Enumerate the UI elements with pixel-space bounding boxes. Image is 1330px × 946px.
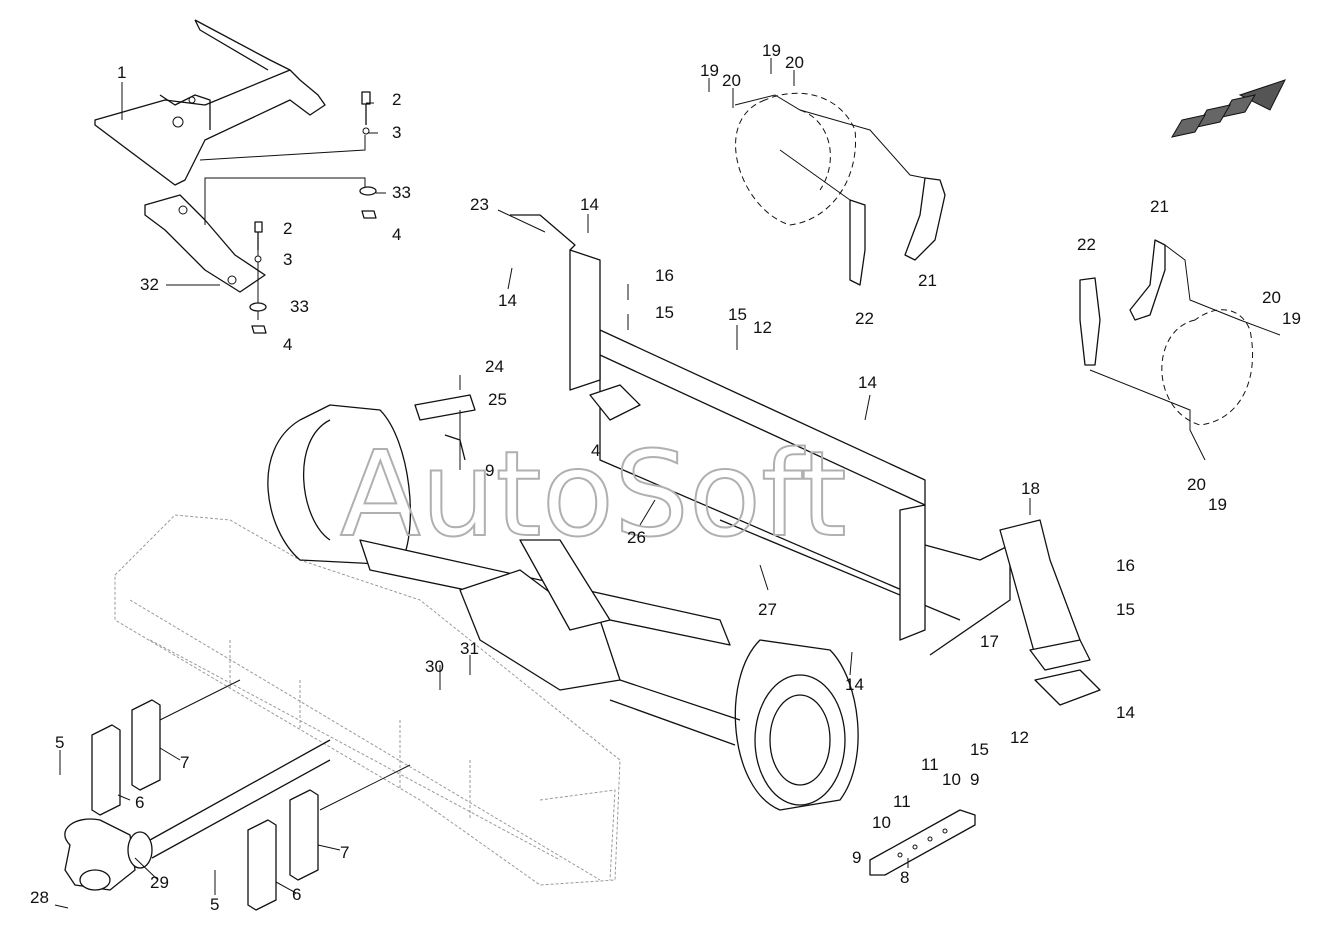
callout-3: 3 [392,123,401,142]
callout-15: 15 [1116,600,1135,619]
callout-24: 24 [485,357,504,376]
callout-2: 2 [392,90,401,109]
axle-housing-right [609,639,859,811]
callout-14: 14 [1116,703,1135,722]
callout-6: 6 [135,793,144,812]
callout-3: 3 [283,250,292,269]
callout-22: 22 [1077,235,1096,254]
callout-10: 10 [872,813,891,832]
callout-4: 4 [392,225,401,244]
callout-19: 19 [700,61,719,80]
fastener-stack-a [249,91,377,334]
watermark: AutoSoft [340,425,847,563]
callout-7: 7 [340,843,349,862]
callout-12: 12 [1010,728,1029,747]
callout-21: 21 [918,271,937,290]
callout-14: 14 [858,373,877,392]
callout-21: 21 [1150,197,1169,216]
callout-12: 12 [753,318,772,337]
brake-flange-right [1079,239,1281,461]
callout-31: 31 [460,639,479,658]
main-crossmember [414,214,1101,706]
callout-25: 25 [488,390,507,409]
mount-plate-32 [144,194,266,293]
leader-bolt-2a [199,135,366,161]
callout-9: 9 [485,461,494,480]
callout-16: 16 [1116,556,1135,575]
callout-19: 19 [1282,309,1301,328]
callout-23: 23 [470,195,489,214]
callout-9: 9 [970,770,979,789]
callout-11: 11 [921,755,939,774]
callout-16: 16 [655,266,674,285]
callout-26: 26 [627,528,646,547]
callout-19: 19 [1208,495,1227,514]
callout-15: 15 [655,303,674,322]
callout-9: 9 [852,848,861,867]
callout-5: 5 [55,733,64,752]
callout-17: 17 [980,632,999,651]
callout-19: 19 [762,41,781,60]
callout-33: 33 [290,297,309,316]
callout-10: 10 [942,770,961,789]
callout-18: 18 [1021,479,1040,498]
axle-housing-left [267,404,731,691]
callout-22: 22 [855,309,874,328]
direction-arrow-icon [1170,79,1286,138]
callout-4: 4 [591,441,600,460]
callout-14: 14 [580,195,599,214]
vehicle-frame-outline [114,514,621,886]
callout-20: 20 [785,53,804,72]
callout-15: 15 [970,740,989,759]
callout-4: 4 [283,335,292,354]
callout-29: 29 [150,873,169,892]
callout-labels: 1 2 3 33 4 2 3 32 33 4 19 20 19 20 21 22… [30,41,1301,914]
callout-32: 32 [140,275,159,294]
callout-14: 14 [845,675,864,694]
callout-30: 30 [425,657,444,676]
callout-27: 27 [758,600,777,619]
spacer-blocks [91,679,411,911]
callout-20: 20 [1187,475,1206,494]
callout-leaders [54,58,1031,909]
callout-2: 2 [283,219,292,238]
stabilizer-bar [869,809,976,876]
callout-6: 6 [292,885,301,904]
callout-8: 8 [900,868,909,887]
callout-33: 33 [392,183,411,202]
callout-20: 20 [1262,288,1281,307]
callout-15: 15 [728,305,747,324]
callout-5: 5 [210,895,219,914]
leader-washer-33a [204,177,366,225]
callout-1: 1 [117,63,126,82]
tow-hitch [64,739,331,891]
callout-7: 7 [180,753,189,772]
callout-14: 14 [498,291,517,310]
brake-flange-left [734,92,946,286]
crossmember-bracket [94,19,326,186]
callout-20: 20 [722,71,741,90]
callout-11: 11 [893,792,911,811]
callout-28: 28 [30,888,49,907]
